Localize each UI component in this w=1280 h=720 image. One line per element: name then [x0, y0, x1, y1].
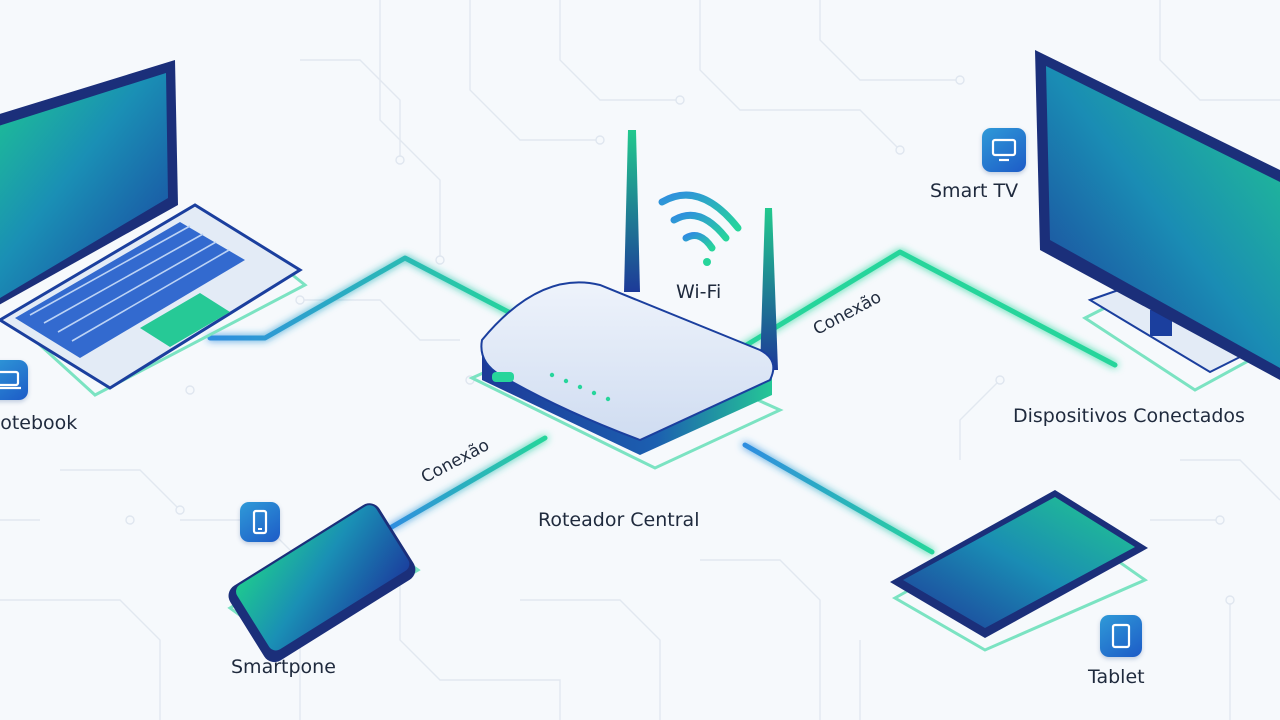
connection-lines — [207, 249, 1118, 555]
tablet-icon — [890, 490, 1149, 652]
wifi-icon — [658, 191, 742, 266]
circuit-nodes — [125, 75, 1235, 605]
tv-icon — [1035, 50, 1280, 392]
router-icon — [468, 130, 784, 470]
connection-line-tablet — [742, 442, 935, 555]
laptop-app-icon — [0, 360, 28, 400]
tablet-label: Tablet — [1088, 666, 1145, 688]
tv-app-icon — [982, 128, 1026, 172]
connected-devices-label: Dispositivos Conectados — [1013, 405, 1245, 427]
antenna-left — [624, 130, 640, 292]
antenna-right — [760, 208, 778, 370]
tablet-app-icon — [1100, 615, 1142, 657]
smartphone-app-icon — [240, 502, 280, 542]
laptop-icon — [0, 60, 308, 397]
connection-line-smart-tv — [732, 249, 1118, 368]
connection-line-smartphone — [387, 435, 548, 531]
connection-line-notebook — [207, 255, 523, 341]
smartphone-label: Smartpone — [231, 656, 336, 678]
notebook-label: Notebook — [0, 412, 78, 434]
smartphone-icon — [227, 503, 421, 663]
smart-tv-label: Smart TV — [930, 180, 1019, 202]
router-label: Roteador Central — [538, 509, 700, 531]
wifi-label: Wi-Fi — [676, 281, 722, 303]
